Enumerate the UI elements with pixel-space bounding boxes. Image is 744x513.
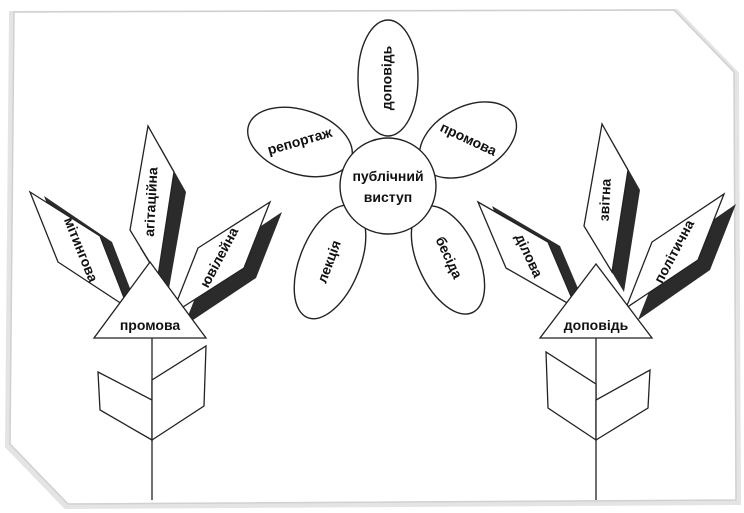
petal-top: доповідь [357,19,419,137]
right-stem-leaf-right [595,368,651,442]
right-base: доповідь [538,262,654,339]
right-base-label: доповідь [564,317,629,333]
right-leaf-2: звітна [583,122,629,274]
center-flower: доповідь промова бесіда лекція репортаж … [246,19,518,320]
petal-label-top: доповідь [379,45,395,110]
flower-center: публічний виступ [339,137,437,235]
left-stem-leaf-right [151,344,207,442]
left-leaf-2-label: агітаційна [141,167,161,237]
center-label-line-2: виступ [364,189,412,205]
center-label-line-1: публічний [352,168,423,184]
petal-left: репортаж [246,106,354,178]
petal-right: промова [418,101,518,179]
left-flower: мітингова агітаційна ювілейна промова [28,124,282,500]
left-base-label: промова [120,317,181,333]
right-leaf-2-label: звітна [596,178,614,222]
left-base: промова [92,260,208,339]
petal-bottom-right: бесіда [410,205,486,315]
